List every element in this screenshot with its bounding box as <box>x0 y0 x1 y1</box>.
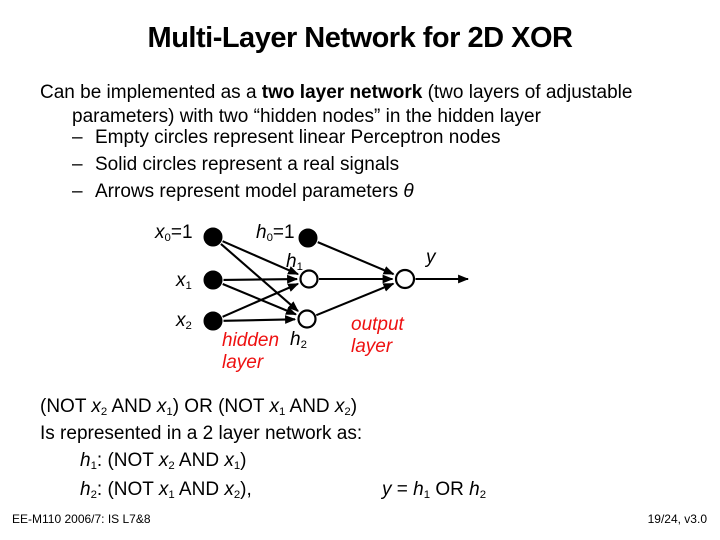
hidden-layer-line2: layer <box>222 352 264 373</box>
bullet-text: Empty circles represent linear Perceptro… <box>95 127 501 148</box>
output-layer-line1: output <box>351 314 404 335</box>
edge-x0-h2 <box>220 243 299 312</box>
edge-h0-out <box>317 241 395 276</box>
bullet-dash: – <box>72 154 83 175</box>
node-h0 <box>298 228 318 248</box>
hidden-layer-line1: hidden <box>222 330 280 351</box>
node-out <box>394 268 416 290</box>
label-h0: h0=1 <box>256 222 295 245</box>
intro-paragraph: Can be implemented as a two layer networ… <box>40 82 633 127</box>
page-title: Multi-Layer Network for 2D XOR <box>147 22 573 54</box>
label-x2: x2 <box>176 310 192 333</box>
network-nodes <box>203 227 416 331</box>
edge-x2-h1 <box>222 282 300 318</box>
label-x0: x0=1 <box>155 222 193 245</box>
hidden-layer-label: hidden layer <box>222 330 279 374</box>
bullet-dash: – <box>72 127 83 148</box>
formula-line-4-right: y = h1 OR h2 <box>382 479 487 502</box>
bullet-text: Solid circles represent a real signals <box>95 154 400 175</box>
node-h2 <box>297 309 317 329</box>
bullet-list: – Empty circles represent linear Percept… <box>72 128 501 209</box>
bullet-text: Arrows represent model parameters θ <box>95 181 414 202</box>
bullet-item: – Solid circles represent a real signals <box>72 155 501 175</box>
label-x1: x1 <box>176 270 192 293</box>
edge-x2-h2 <box>223 315 297 324</box>
footer-course-id: EE-M110 2006/7: IS L7&8 <box>12 512 151 526</box>
formula-line-1: (NOT x2 AND x1) OR (NOT x1 AND x2) <box>40 396 358 419</box>
node-x1 <box>203 270 223 290</box>
label-h1: h1 <box>286 251 303 274</box>
formula-line-2: Is represented in a 2 layer network as: <box>40 423 363 444</box>
formula-line-4: h2: (NOT x1 AND x2), <box>80 479 252 502</box>
edge-x1-h2 <box>222 283 297 316</box>
bullet-dash: – <box>72 181 83 202</box>
edge-x0-h1 <box>222 240 300 276</box>
bullet-item: – Arrows represent model parameters θ <box>72 182 501 202</box>
output-layer-line2: layer <box>351 336 393 357</box>
label-h2: h2 <box>290 329 307 352</box>
edge-h2-out <box>315 282 395 317</box>
bullet-item: – Empty circles represent linear Percept… <box>72 128 501 148</box>
node-h1 <box>299 269 319 289</box>
edge-x1-h1 <box>223 274 299 284</box>
footer-page-number: 19/24, v3.0 <box>647 512 707 526</box>
output-layer-label: output layer <box>351 314 404 358</box>
formula-line-3: h1: (NOT x2 AND x1) <box>80 450 247 473</box>
network-edges <box>220 240 470 324</box>
node-x0 <box>203 227 223 247</box>
node-x2 <box>203 311 223 331</box>
label-y: y <box>426 247 436 268</box>
